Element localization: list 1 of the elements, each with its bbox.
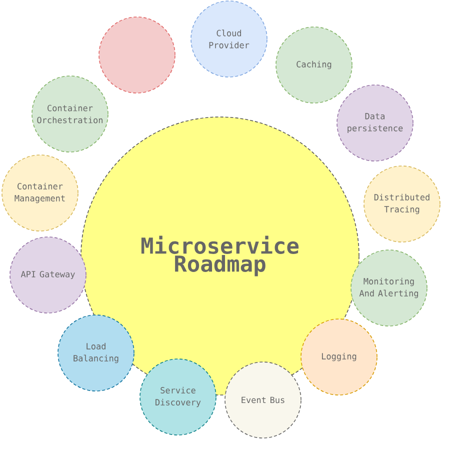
topic-circle (98, 16, 176, 94)
